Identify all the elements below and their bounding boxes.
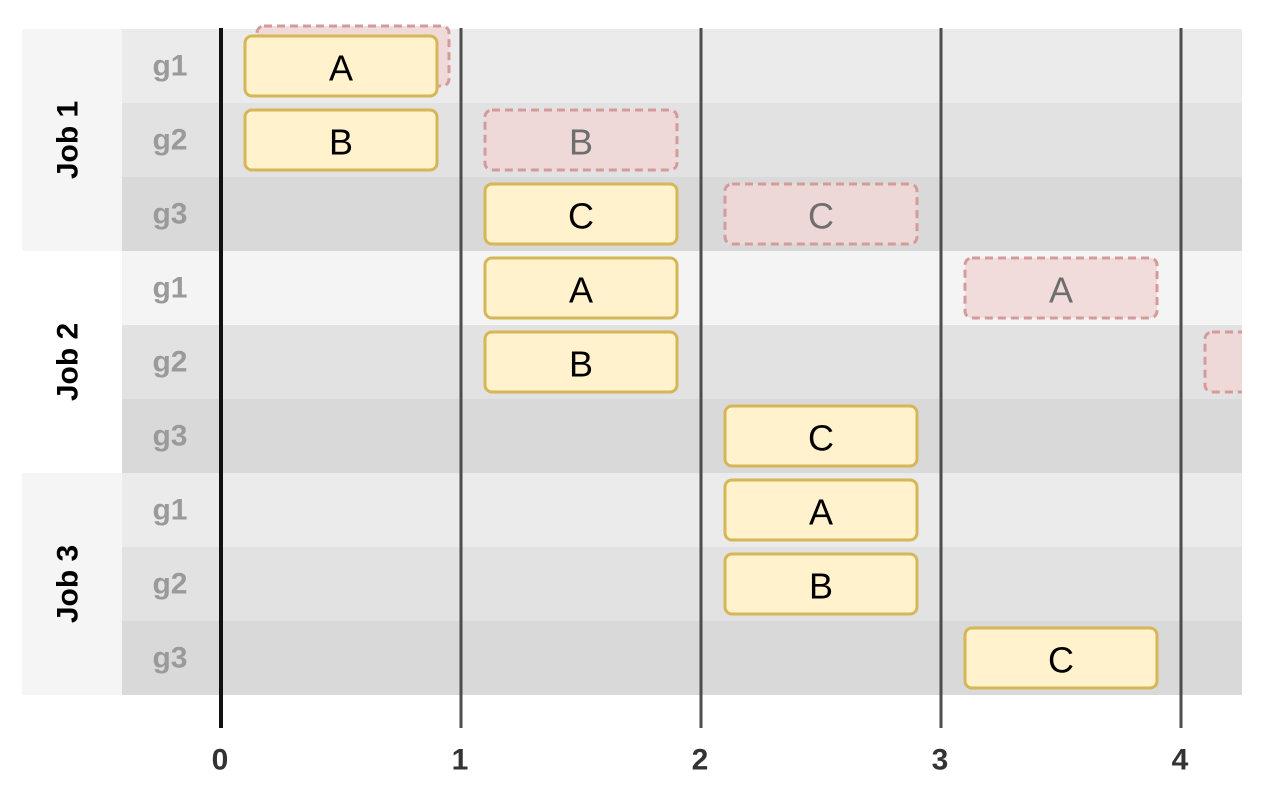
gpu-label: g1 [152,50,187,83]
task-block [243,34,439,98]
task-label: A [569,270,593,311]
ghost-task [483,108,679,172]
task-block [483,182,679,246]
ghost-task [723,182,919,246]
x-axis: 0 1 2 3 4 [212,744,1189,777]
task-label: C [568,196,594,237]
task-block [723,478,919,542]
gpu-label: g3 [152,198,187,231]
task-block [243,108,439,172]
x-tick-label: 4 [1172,744,1189,777]
task-label: B [569,344,593,385]
ghost-task-label: C [808,196,834,237]
job-label: Job 2 [52,323,85,401]
gpu-row [122,399,1242,473]
x-tick-label: 0 [212,744,229,777]
task-label: C [1048,640,1074,681]
task-block [483,256,679,320]
gpu-row [122,473,1242,547]
gpu-label: g3 [152,642,187,675]
x-tick-label: 1 [452,744,469,777]
job-label-bg [22,29,122,251]
ghost-task [1203,330,1242,394]
task-block [723,552,919,616]
task-label: B [809,566,833,607]
gpu-label: g2 [152,124,187,157]
gpu-label: g1 [152,272,187,305]
task-block [723,404,919,468]
x-tick-label: 2 [692,744,709,777]
job-label-bg [22,473,122,695]
gpu-label: g3 [152,420,187,453]
ghost-task [963,256,1159,320]
job-label: Job 3 [52,545,85,623]
ghost-task-label: B [569,122,593,163]
task-block [483,330,679,394]
gridlines [219,28,1183,728]
ghost-task-label: A [1049,270,1073,311]
gpu-row [122,325,1242,399]
job-label: Job 1 [52,101,85,179]
job-label-bg [22,251,122,473]
gpu-row [122,547,1242,621]
gpu-row [122,177,1242,251]
task-label: C [808,418,834,459]
gpu-label: g2 [152,568,187,601]
task-label: B [329,122,353,163]
task-label: A [329,48,353,89]
gpu-label: g1 [152,494,187,527]
gpu-label: g2 [152,346,187,379]
x-tick-label: 3 [932,744,949,777]
task-label: A [809,492,833,533]
task-block [963,626,1159,690]
